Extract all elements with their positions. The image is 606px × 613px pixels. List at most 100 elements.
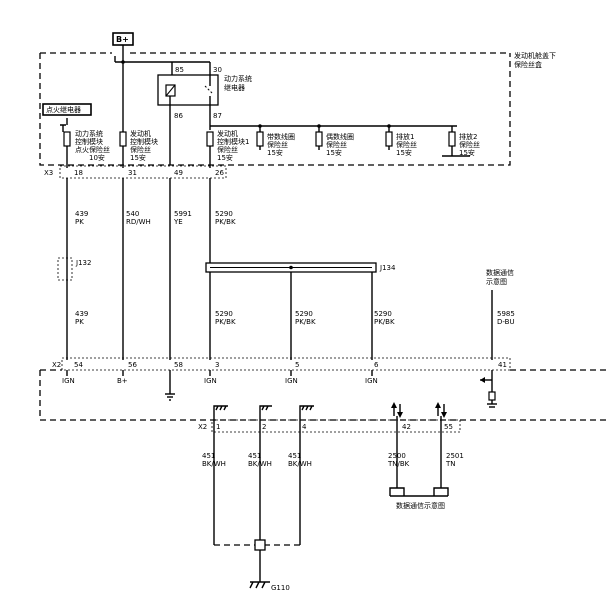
j134-splice-dot — [289, 265, 293, 270]
x3-pin-31: 31 — [128, 169, 137, 177]
svg-text:10安: 10安 — [89, 153, 105, 162]
x3-pin-26: 26 — [215, 169, 224, 177]
wire-540-color: RD/WH — [126, 218, 151, 226]
fuse-label-3: 带数线圈 保险丝 15安 — [267, 132, 295, 157]
x2-lower-connector — [211, 419, 461, 433]
fuse-label-1: 发动机 控制模块 保险丝 15安 — [130, 129, 158, 162]
powertrain-relay — [157, 62, 219, 130]
svg-text:控制模块1: 控制模块1 — [217, 137, 249, 146]
x3-pin-49: 49 — [174, 169, 183, 177]
fuse-label-5: 排放1 保险丝 15安 — [396, 132, 417, 157]
x3-label: X3 — [44, 169, 53, 177]
relay-pin-85: 85 — [175, 66, 184, 74]
j134-wire-2-color: PK/BK — [295, 318, 316, 326]
internal-grounds — [213, 405, 314, 414]
svg-text:排放2: 排放2 — [459, 132, 477, 141]
ignition-feed — [60, 124, 66, 132]
svg-text:15安: 15安 — [326, 148, 342, 157]
j134-wire-1-color: PK/BK — [215, 318, 236, 326]
svg-text:保险丝: 保险丝 — [267, 140, 288, 149]
svg-text:15安: 15安 — [267, 148, 283, 157]
ground-wire-1-color: BK/WH — [202, 460, 226, 468]
signal-ign-1: IGN — [62, 377, 75, 385]
j132-label: J132 — [75, 259, 91, 267]
signal-ign-3: IGN — [285, 377, 298, 385]
ground-wire-1-num: 451 — [202, 452, 215, 460]
fuse-label-2: 发动机 控制模块1 保险丝 15安 — [217, 129, 249, 162]
fuse-symbols — [63, 62, 470, 168]
ground-symbol-58 — [165, 393, 175, 401]
wire-5991-color: YE — [173, 218, 183, 226]
connector-stubs — [66, 370, 493, 394]
data-wire-2501-color: TN — [445, 460, 456, 468]
signal-ign-2: IGN — [204, 377, 217, 385]
svg-text:保险丝: 保险丝 — [217, 145, 238, 154]
svg-text:控制模块: 控制模块 — [130, 137, 158, 146]
x2-lower-pin-42: 42 — [402, 423, 411, 431]
fuse-label-6: 排放2 保险丝 15安 — [459, 132, 480, 157]
svg-text:保险丝: 保险丝 — [130, 145, 151, 154]
svg-text:带数线圈: 带数线圈 — [267, 132, 295, 141]
fuse-box-enclosure — [39, 52, 511, 166]
data-wire-2500-color: TN/BK — [387, 460, 410, 468]
svg-text:15安: 15安 — [396, 148, 412, 157]
svg-text:15安: 15安 — [459, 148, 475, 157]
svg-text:动力系统: 动力系统 — [75, 129, 103, 138]
ignition-relay-label: 点火继电器 — [46, 105, 81, 114]
x3-connector — [59, 165, 227, 179]
svg-text:点火保险丝: 点火保险丝 — [75, 145, 110, 154]
ground-wire-2-num: 451 — [248, 452, 261, 460]
x2-pin-3: 3 — [215, 361, 219, 369]
svg-text:发动机: 发动机 — [217, 129, 238, 138]
fuse-label-4: 偶数线圈 保险丝 15安 — [326, 132, 354, 157]
x2-pin-6: 6 — [374, 361, 379, 369]
ecm-enclosure — [39, 369, 606, 421]
x2-lower-pin-1: 1 — [216, 423, 220, 431]
j134-wire-3-num: 5290 — [374, 310, 392, 318]
j134-wire-1-num: 5290 — [215, 310, 233, 318]
ignition-relay-box — [42, 103, 92, 116]
fuse-box-label-1: 发动机舱盖下 — [514, 51, 556, 60]
wire-5290-color: PK/BK — [215, 218, 236, 226]
x2-pin-54: 54 — [74, 361, 83, 369]
svg-text:偶数线圈: 偶数线圈 — [326, 132, 354, 141]
svg-text:15安: 15安 — [130, 153, 146, 162]
data-wire-2501-num: 2501 — [446, 452, 464, 460]
lower-wires — [213, 414, 442, 545]
x2-pin-41: 41 — [498, 361, 507, 369]
data-comm-label: 数据通信示意图 — [396, 501, 445, 510]
j134-label: J134 — [379, 264, 396, 272]
relay-pin-87: 87 — [213, 112, 222, 120]
ground-wire-3-color: BK/WH — [288, 460, 312, 468]
wire-5985-color: D-BU — [497, 318, 515, 326]
data-arrows — [391, 402, 447, 418]
ground-wire-2-color: BK/WH — [248, 460, 272, 468]
fuse-box-label-2: 保险丝盒 — [514, 60, 542, 69]
relay-pin-86: 86 — [174, 112, 183, 120]
x2-pin-56: 56 — [128, 361, 137, 369]
wire-439-num: 439 — [75, 210, 88, 218]
j134-wire-3-color: PK/BK — [374, 318, 395, 326]
svg-text:保险丝: 保险丝 — [459, 140, 480, 149]
g110-label: G110 — [271, 584, 290, 592]
wire-5991-num: 5991 — [174, 210, 192, 218]
ground-wire-3-num: 451 — [288, 452, 301, 460]
wire-439-lower-num: 439 — [75, 310, 88, 318]
x2-pin-58: 58 — [174, 361, 183, 369]
wire-5290-num: 5290 — [215, 210, 233, 218]
vertical-wires — [66, 178, 493, 360]
data-ref-label-2: 示意图 — [486, 277, 507, 286]
signal-ign-4: IGN — [365, 377, 378, 385]
x2-pin-5: 5 — [295, 361, 299, 369]
svg-text:15安: 15安 — [217, 153, 233, 162]
svg-text:控制模块: 控制模块 — [75, 137, 103, 146]
x2-lower-pin-2: 2 — [262, 423, 266, 431]
relay-label-2: 继电器 — [224, 83, 245, 92]
relay-label-1: 动力系统 — [224, 74, 252, 83]
fuse-label-0: 动力系统 控制模块 点火保险丝 10安 — [75, 129, 110, 162]
data-comm-symbol — [480, 377, 497, 408]
wire-5985-num: 5985 — [497, 310, 515, 318]
battery-label: B+ — [116, 35, 129, 44]
wire-540-num: 540 — [126, 210, 139, 218]
